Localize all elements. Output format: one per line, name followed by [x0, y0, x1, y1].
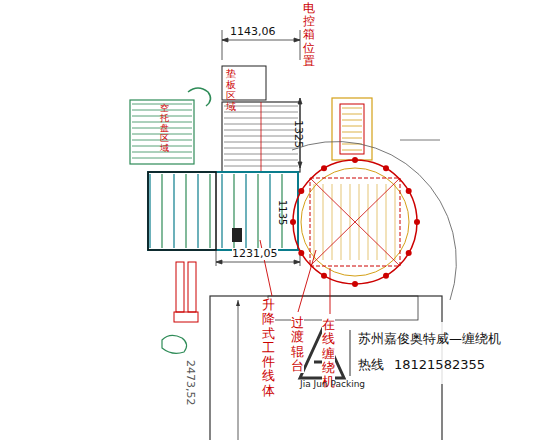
post-dot [352, 281, 358, 287]
roller [395, 184, 396, 260]
part-name: 升降式工件线体 [262, 298, 275, 398]
dimension: 1135 [277, 200, 288, 225]
roller [341, 184, 342, 260]
roller [368, 184, 369, 260]
roller [342, 132, 362, 133]
post-dot [406, 250, 412, 256]
post-dot [298, 250, 304, 256]
area-box: 空托盘区域 [160, 104, 171, 153]
post-dot [321, 273, 327, 279]
roller [173, 174, 174, 248]
roller [342, 150, 362, 151]
roller [314, 184, 315, 260]
post-dot [290, 219, 296, 225]
roller [161, 174, 162, 248]
dimension: 1231,05 [232, 248, 278, 260]
roller [332, 184, 333, 260]
area-label: 垫板区域 [226, 68, 236, 112]
area-label: 空托盘区域 [160, 104, 169, 153]
dimension: 1325 [292, 120, 304, 148]
logo-text: Jia Jun Packing [300, 380, 365, 390]
roller [386, 184, 387, 260]
part-name: 在线缠绕机 [322, 318, 335, 389]
roller [257, 174, 258, 248]
dimension: 1143,06 [230, 26, 276, 38]
watermark-phone: 18121582355 [394, 358, 485, 372]
cabinet-note: 电控箱位置 [303, 2, 315, 68]
dimension: 2473,52 [184, 360, 196, 406]
area-box: 垫板区域 [226, 68, 238, 112]
roller [377, 184, 378, 260]
roller [209, 174, 210, 248]
post-dot [383, 273, 389, 279]
watermark-hotline: 热线 [358, 358, 384, 372]
roller [359, 184, 360, 260]
roller [342, 126, 362, 127]
post-dot [352, 157, 358, 163]
roller [245, 174, 246, 248]
post-dot [414, 219, 420, 225]
roller [221, 174, 222, 248]
roller [342, 138, 362, 139]
roller [323, 184, 324, 260]
watermark-company: 苏州嘉俊奥特威—缠绕机 [358, 332, 501, 346]
roller [149, 174, 150, 248]
roller [132, 158, 192, 159]
post-dot [406, 188, 412, 194]
post-dot [298, 188, 304, 194]
post-dot [383, 165, 389, 171]
post-dot [321, 165, 327, 171]
roller [342, 114, 362, 115]
roller [185, 174, 186, 248]
roller [269, 174, 270, 248]
part-name: 过渡辊台 [291, 316, 304, 373]
roller [342, 108, 362, 109]
roller [350, 184, 351, 260]
roller [197, 174, 198, 248]
roller [342, 120, 362, 121]
